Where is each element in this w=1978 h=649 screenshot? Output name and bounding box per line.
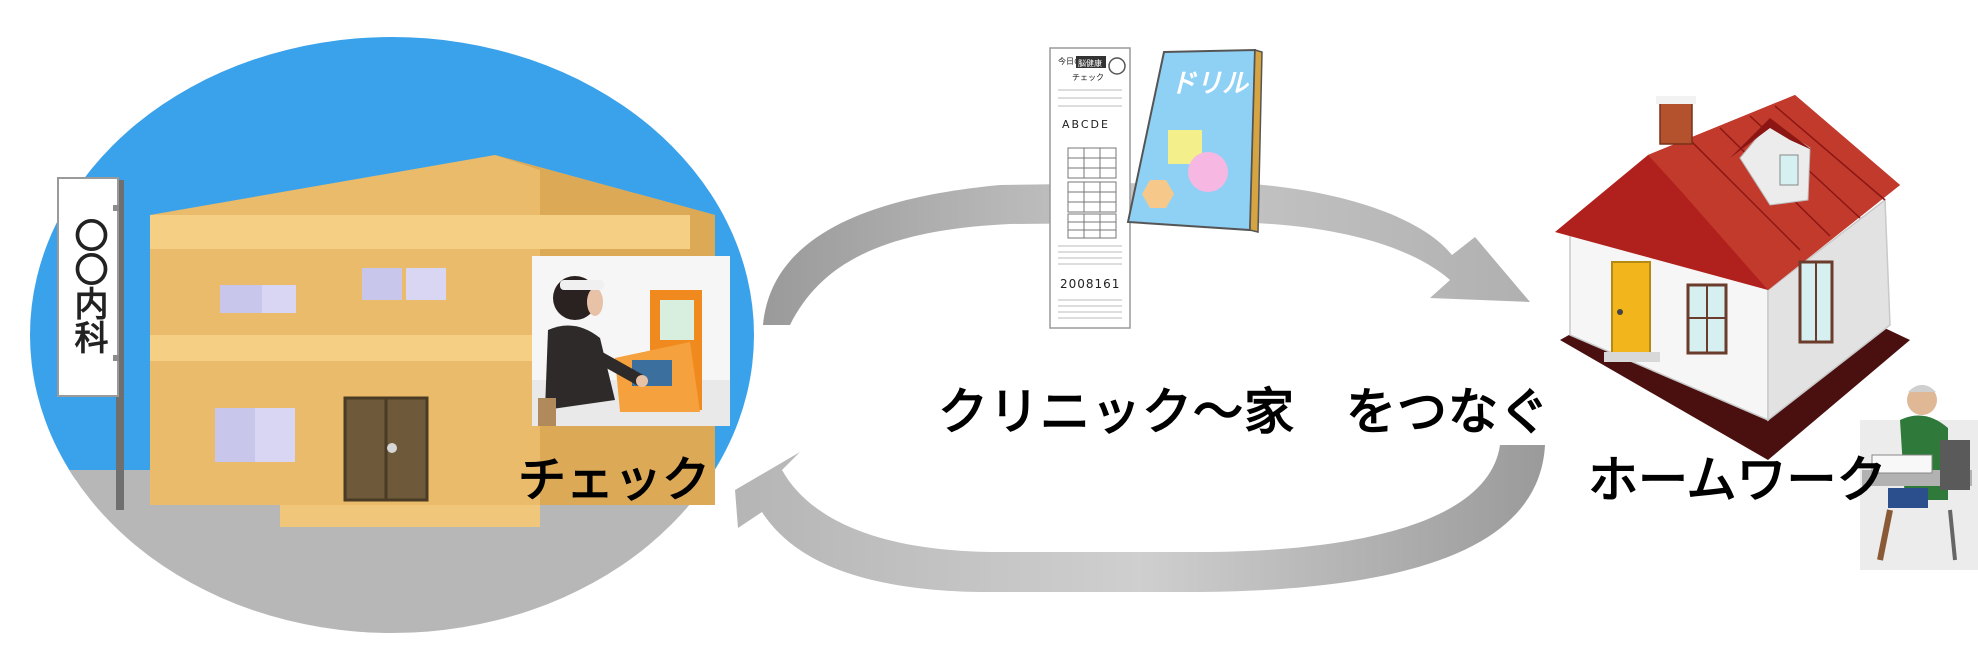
- drill-circle: [1188, 152, 1228, 192]
- drill-book: ドリル: [1126, 48, 1263, 233]
- drill-hexagon: [1142, 180, 1174, 208]
- receipt-rank-options: ABCDE: [1062, 118, 1110, 131]
- connect-label: クリニック〜家 をつなぐ: [938, 383, 1550, 441]
- window: [362, 268, 402, 300]
- clinic-scene: 〇〇内科: [30, 37, 754, 633]
- clinic-sign-text: 〇〇内科: [68, 218, 108, 354]
- books-stack: [1888, 488, 1928, 508]
- clinic-sign: [57, 177, 119, 397]
- old-man-head: [1907, 385, 1937, 415]
- sign-pole: [116, 180, 124, 510]
- chimney: [1659, 99, 1693, 145]
- cycle-arrows: [735, 182, 1545, 592]
- receipt-code: 2008161: [1060, 277, 1120, 291]
- receipt-header-2: チェック: [1072, 73, 1104, 82]
- drill-title: ドリル: [1170, 69, 1250, 99]
- sign-pole-bolts: [113, 205, 119, 361]
- receipt-brand: 脳健康: [1078, 58, 1102, 68]
- homework-label: ホームワーク: [1588, 451, 1887, 509]
- house: [1555, 95, 1910, 460]
- window: [406, 268, 446, 300]
- window: [215, 408, 255, 462]
- bottom-arrow: [735, 445, 1545, 592]
- brain-icon: [1108, 57, 1126, 75]
- kiosk-photo: [532, 256, 730, 426]
- window: [255, 408, 295, 462]
- top-arrow: [763, 182, 1530, 325]
- house-door: [1611, 261, 1651, 355]
- receipt-tables: [1067, 147, 1117, 239]
- receipt-header-1: 今日の: [1058, 56, 1082, 66]
- check-label: チェック: [518, 452, 711, 508]
- book-open: [1871, 454, 1933, 474]
- receipt-sheet: 今日の 脳健康 チェック ABCDE: [1049, 47, 1131, 329]
- person-studying: [1860, 385, 1978, 570]
- window: [220, 285, 262, 313]
- window: [262, 285, 296, 313]
